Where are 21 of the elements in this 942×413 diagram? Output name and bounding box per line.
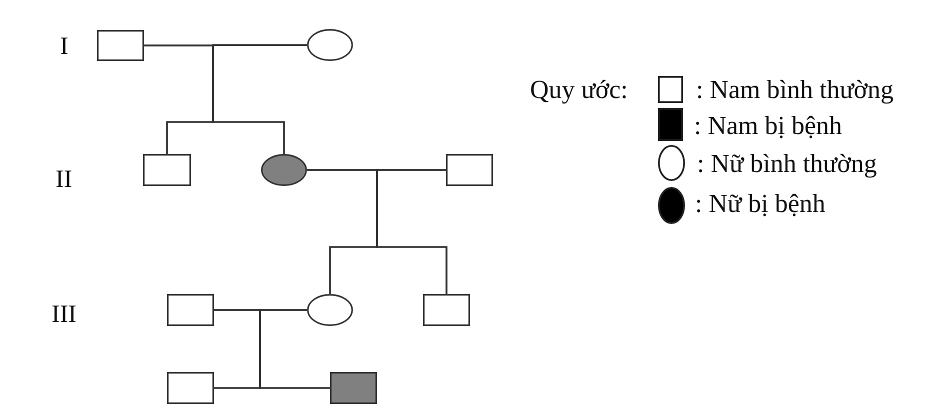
generation-label: I [60,32,68,62]
descent-line [376,169,448,294]
female-circle [307,294,353,326]
legend-label: : Nữ bị bệnh [695,189,826,219]
male-square [143,154,191,186]
legend-label: : Nữ bình thường [697,149,877,179]
legend-label: : Nam bình thường [696,75,894,105]
female-circle [307,29,353,61]
legend-title: Quy ước: [530,75,628,105]
legend-label: : Nam bị bệnh [694,111,842,141]
male-square [446,154,493,186]
affected-male-square [330,372,377,404]
generation-label: II [56,166,72,194]
affected-female-circle [261,154,307,186]
generation-label: III [52,300,76,330]
male-square [167,294,214,326]
male-square [97,30,144,61]
descent-line [259,309,330,389]
male-square [423,294,470,326]
descent-line [212,44,307,154]
male-square [167,372,214,404]
